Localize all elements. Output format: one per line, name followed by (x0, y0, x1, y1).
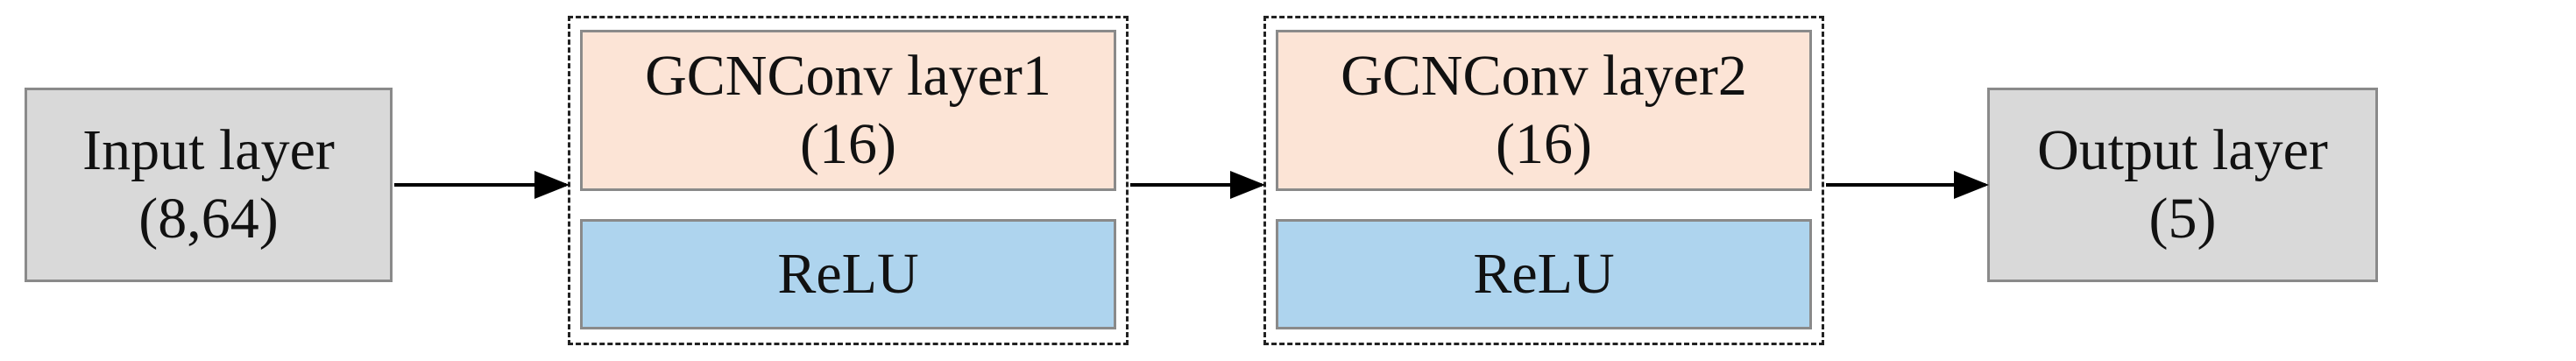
input-layer-node: Input layer (8,64) (25, 88, 393, 282)
output-layer-title: Output layer (2037, 118, 2328, 183)
gcnconv-layer1-units: (16) (800, 112, 896, 176)
gcnconv-layer1-title: GCNConv layer1 (645, 44, 1051, 109)
relu-2-label: ReLU (1473, 242, 1615, 307)
gcnconv-layer2-title: GCNConv layer2 (1341, 44, 1747, 109)
relu-2-node: ReLU (1276, 219, 1812, 329)
relu-1-label: ReLU (777, 242, 919, 307)
input-layer-shape: (8,64) (138, 187, 279, 251)
gcnconv-layer2-node: GCNConv layer2 (16) (1276, 30, 1812, 191)
relu-1-node: ReLU (580, 219, 1116, 329)
gcnconv-layer2-units: (16) (1496, 112, 1592, 176)
output-layer-shape: (5) (2148, 187, 2217, 251)
input-layer-title: Input layer (82, 118, 335, 183)
output-layer-node: Output layer (5) (1987, 88, 2378, 282)
gcnconv-layer1-node: GCNConv layer1 (16) (580, 30, 1116, 191)
